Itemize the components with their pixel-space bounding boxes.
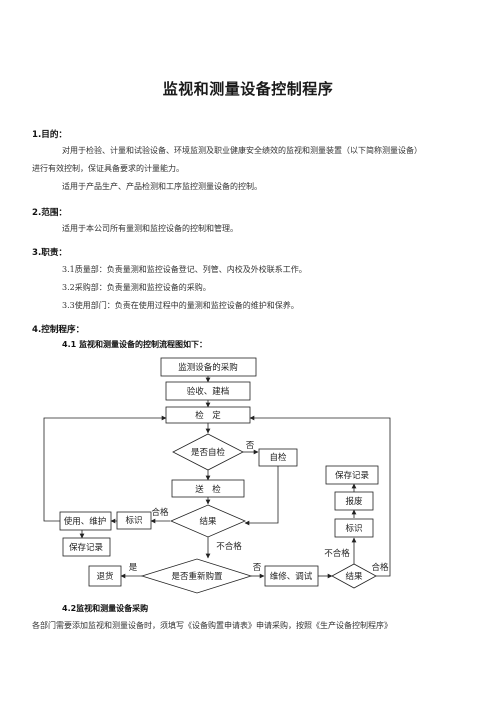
result-decision-2 bbox=[331, 563, 377, 589]
node-label-2: 标识 bbox=[345, 523, 362, 534]
section-4-heading: 4.控制程序： bbox=[32, 325, 85, 335]
edge-fail-2: 不合格 bbox=[324, 548, 350, 559]
section-3-item-1: 3.1质量部：负责量测和监控设备登记、列管、内校及外校联系工作。 bbox=[62, 265, 307, 274]
section-3-heading: 3.职责： bbox=[32, 248, 68, 258]
use-maint-box bbox=[59, 511, 112, 531]
purchase-box bbox=[160, 357, 257, 377]
repair-box bbox=[264, 565, 319, 587]
section-3-item-2: 3.2采购部：负责量测和监控设备的采购。 bbox=[62, 283, 211, 292]
section-4-2-heading: 4.2监视和测量设备采购 bbox=[62, 604, 149, 613]
section-1-heading: 1.目的： bbox=[32, 130, 68, 140]
save-record-box-2 bbox=[325, 465, 379, 485]
node-self-check-q: 是否自检 bbox=[191, 447, 226, 458]
node-scrap: 报废 bbox=[345, 496, 363, 507]
node-send-check: 送 检 bbox=[195, 484, 221, 495]
edge-yes: 是 bbox=[129, 563, 138, 573]
edge-pass-1: 合格 bbox=[151, 507, 169, 518]
send-check-box bbox=[171, 479, 245, 498]
node-repair: 维修、调试 bbox=[270, 571, 313, 582]
section-2-heading: 2.范围： bbox=[32, 208, 68, 218]
node-use-maint: 使用、维护 bbox=[64, 516, 107, 527]
document-title: 监视和测量设备控制程序 bbox=[162, 80, 334, 98]
verify-box bbox=[165, 406, 251, 424]
self-check-decision bbox=[172, 433, 244, 471]
node-save-record-2: 保存记录 bbox=[335, 470, 370, 481]
label-box-1 bbox=[116, 511, 152, 530]
section-4-1-heading: 4.1 监视和测量设备的控制流程图如下： bbox=[62, 340, 207, 349]
edge-fail-1: 不合格 bbox=[216, 541, 242, 552]
node-result-2: 结果 bbox=[345, 571, 363, 582]
section-2-text: 适用于本公司所有量测和监控设备的控制和管理。 bbox=[62, 224, 238, 233]
return-goods-box bbox=[88, 565, 122, 587]
node-accept: 验收、建档 bbox=[187, 386, 230, 397]
node-save-record-1: 保存记录 bbox=[69, 542, 104, 553]
scrap-box bbox=[334, 491, 374, 511]
node-label-1: 标识 bbox=[125, 515, 142, 526]
section-1-scope-text: 适用于产品生产、产品检测和工序监控测量设备的控制。 bbox=[62, 182, 262, 191]
section-1-text-line1: 对用于检验、计量和试验设备、环境监测及职业健康安全绩效的监视和测量装置（以下简称… bbox=[62, 146, 422, 155]
section-3-item-3: 3.3使用部门：负责在使用过程中的量测和监控设备的维护和保养。 bbox=[62, 301, 299, 310]
edge-pass-2: 合格 bbox=[371, 562, 389, 573]
accept-box bbox=[165, 381, 251, 401]
repurchase-decision bbox=[140, 558, 253, 594]
node-verify: 检 定 bbox=[195, 410, 221, 421]
node-result-1: 结果 bbox=[199, 516, 217, 527]
node-self-check: 自检 bbox=[269, 452, 287, 463]
section-1-text-line2: 进行有效控制，保证具备要求的计量能力。 bbox=[32, 164, 184, 173]
node-repurchase-q: 是否重新购置 bbox=[171, 571, 223, 582]
node-purchase: 监测设备的采购 bbox=[178, 362, 238, 373]
self-check-box bbox=[258, 448, 298, 467]
edge-no-1: 否 bbox=[246, 441, 255, 451]
edge-no-2: 否 bbox=[253, 563, 262, 573]
node-return-goods: 退货 bbox=[96, 571, 114, 582]
result-decision-1 bbox=[169, 504, 247, 538]
section-4-2-text: 各部门需要添加监视和测量设备时，须填写《设备购置申请表》申请采购，按照《生产设备… bbox=[32, 621, 392, 630]
save-record-box-1 bbox=[62, 537, 111, 557]
label-box-2 bbox=[334, 518, 374, 538]
